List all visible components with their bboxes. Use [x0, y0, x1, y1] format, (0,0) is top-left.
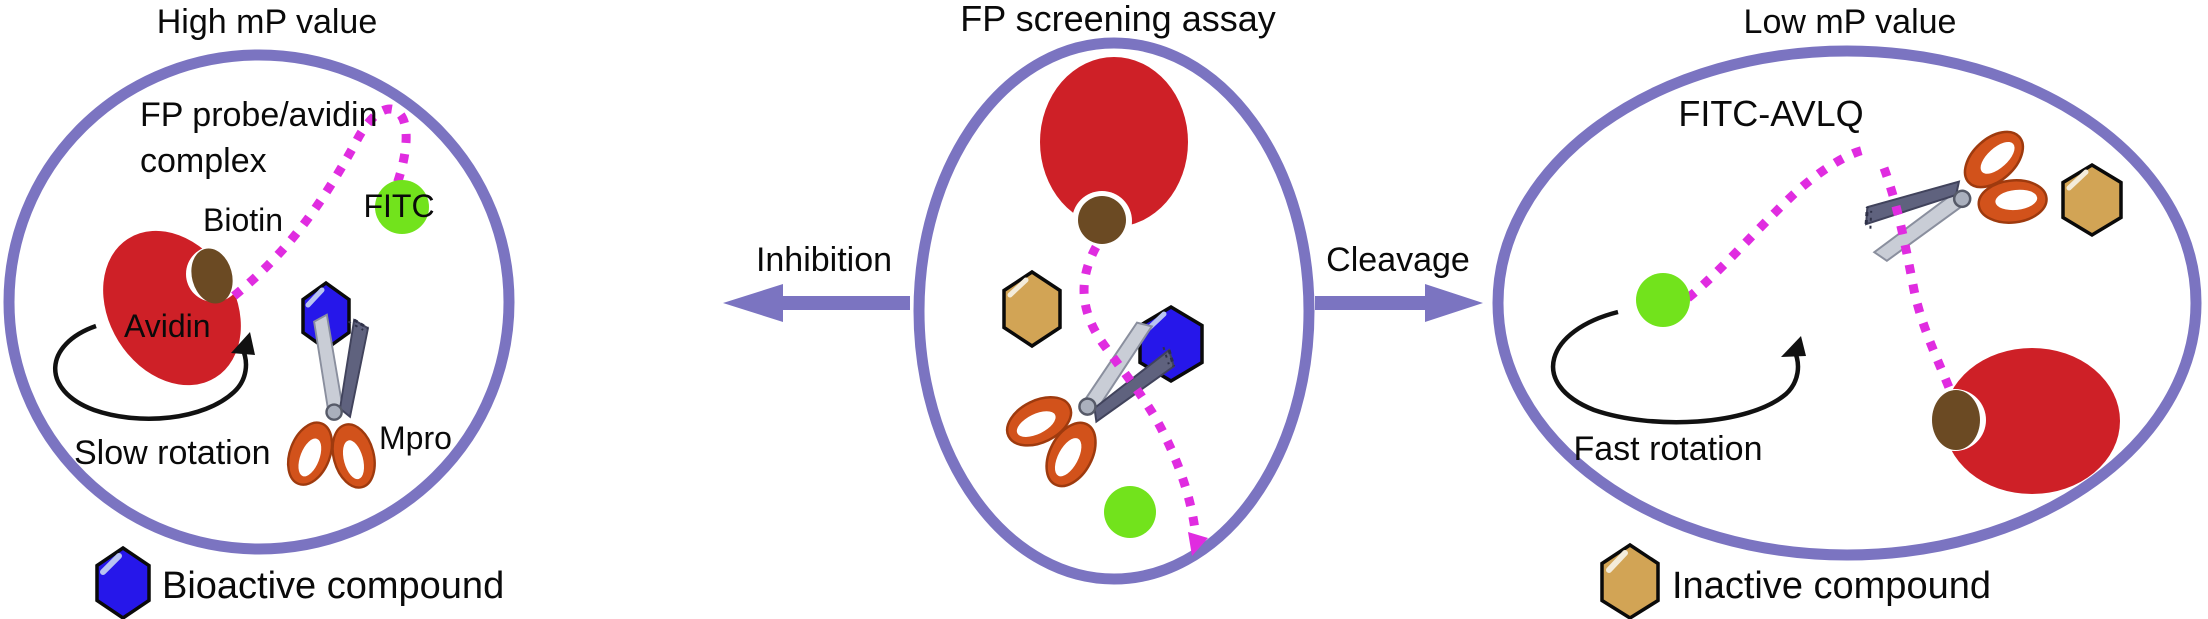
legend-inactive-hexagon [1600, 542, 1660, 619]
inactive-hexagon-right-panel [2061, 162, 2123, 238]
avidin-blob-right [1944, 348, 2120, 494]
biotin-middle [1078, 196, 1126, 244]
cleaved-linker-fitc-side [1685, 145, 1866, 302]
hexagon-shine [305, 287, 325, 308]
legend-bioactive-label: Bioactive compound [162, 565, 504, 607]
biotin-left [191, 248, 233, 304]
fast-rotation-arrowhead [1781, 336, 1806, 357]
avidin-label: Avidin [124, 308, 211, 344]
mpro-label: Mpro [379, 420, 452, 456]
right-panel-title: Low mP value [1744, 3, 1957, 41]
peptide-linker-middle-tip [1188, 532, 1208, 556]
slow-rotation-arc [53, 323, 249, 421]
complex-label-line1: FP probe/avidin [140, 96, 378, 134]
slow-rotation-label: Slow rotation [74, 434, 271, 472]
fitc-circle-left [375, 180, 429, 234]
legend-bioactive-hexagon [95, 545, 151, 619]
hexagon-shine [1606, 550, 1628, 573]
hexagon-shine [1007, 277, 1029, 298]
inactive-hexagon-middle-panel [1002, 269, 1062, 349]
mpro-scissors-right [1845, 114, 2063, 291]
fitc-label: FITC [363, 188, 434, 224]
fast-rotation-label: Fast rotation [1574, 430, 1763, 468]
inhibition-arrow [723, 284, 910, 322]
legend-inactive-label: Inactive compound [1672, 565, 1991, 607]
hexagon-shine [100, 553, 122, 575]
cleaved-linker-biotin-side [1879, 166, 1955, 392]
fitc-avlq-label: FITC-AVLQ [1678, 93, 1863, 134]
cleavage-arrow [1315, 284, 1483, 322]
right-panel-ellipse [1492, 45, 2202, 561]
hexagon-shine [2066, 169, 2089, 191]
left-panel-title: High mP value [157, 3, 378, 41]
middle-panel-ellipse [913, 37, 1315, 585]
biotin-label: Biotin [203, 202, 283, 238]
avidin-blob-middle [1040, 57, 1188, 227]
fitc-circle-right [1636, 273, 1690, 327]
biotin-right [1932, 390, 1980, 450]
fitc-circle-middle [1104, 486, 1156, 538]
inhibition-label: Inhibition [756, 241, 892, 279]
peptide-linker-middle [1079, 244, 1201, 539]
slow-rotation-arrowhead [231, 332, 255, 355]
complex-label-line2: complex [140, 142, 267, 180]
middle-panel-title: FP screening assay [960, 0, 1276, 39]
left-panel-ellipse [3, 49, 515, 555]
cleavage-label: Cleavage [1326, 241, 1470, 279]
fast-rotation-arc [1550, 309, 1801, 425]
